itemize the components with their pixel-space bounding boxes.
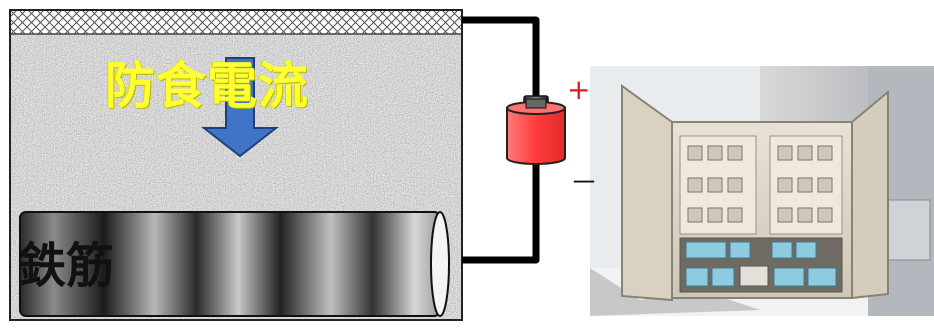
cabinet-lower-compartment (679, 237, 843, 293)
concrete-outline (9, 9, 463, 321)
corrosion-protection-current-label: 防食電流 (105, 57, 309, 115)
rebar-label: 鉄筋 (18, 238, 115, 294)
cabinet-panel-left (679, 135, 757, 235)
positive-terminal-label: + (567, 73, 591, 106)
concrete-surface-hatch (9, 9, 463, 35)
battery-icon (506, 95, 566, 165)
rebar-end (430, 211, 450, 317)
cabinet-panel-right (769, 135, 843, 235)
arrow-down-icon (201, 57, 279, 158)
negative-terminal-label: － (570, 166, 599, 199)
rectifier-cabinet-photo (590, 66, 934, 316)
wire-top (462, 16, 540, 100)
circuit-wire (462, 16, 540, 264)
wire-bottom (462, 160, 540, 264)
rebar (19, 211, 450, 317)
